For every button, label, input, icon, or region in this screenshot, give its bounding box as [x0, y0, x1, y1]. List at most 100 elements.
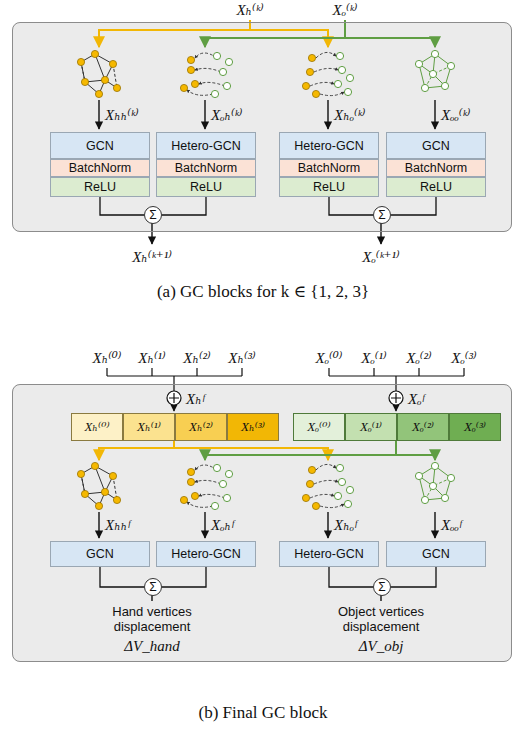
object-feature-cell: Xₒ⁽²⁾ [397, 413, 449, 441]
node-text: GCN [86, 139, 114, 153]
feature-label: Xₒ⁽³⁾ [451, 349, 476, 367]
node-text: Hetero-GCN [171, 139, 240, 153]
object-feature-cell: Xₒ⁽³⁾ [449, 413, 501, 441]
gcn-layer: GCN [50, 132, 150, 159]
sum-node: Σ [373, 578, 391, 596]
node-text: BatchNorm [298, 161, 361, 175]
feature-label: Xₕ⁽ᵏ⁺¹⁾ [132, 248, 172, 266]
node-text: Xₒ⁽²⁾ [412, 419, 434, 435]
sum-connector [162, 197, 206, 215]
sum-connector [329, 197, 373, 215]
feature-label: Xₒ⁽ᵏ⁾ [332, 1, 357, 19]
figure-panel: (a) GC blocks for k ∈ {1, 2, 3}GCNBatchN… [12, 22, 512, 232]
feature-label: ΔV_obj [359, 638, 404, 655]
hand-feature-cell: Xₕ⁽⁰⁾ [71, 413, 123, 441]
feature-label: Xₒₒᶠ [441, 517, 461, 534]
sum-connector [391, 567, 436, 587]
sum-connector [391, 197, 436, 215]
node-text: BatchNorm [175, 161, 238, 175]
node-text: Xₒ⁽⁰⁾ [307, 419, 330, 435]
sum-node: Σ [373, 206, 391, 224]
node-text: BatchNorm [69, 161, 132, 175]
node-text: Xₕ⁽¹⁾ [137, 419, 161, 435]
sum-node: Σ [144, 206, 162, 224]
feature-label: Xₒₒ⁽ᵏ⁾ [441, 106, 470, 124]
node-text: ReLU [84, 180, 116, 194]
hand-feature-cell: Xₕ⁽²⁾ [175, 413, 227, 441]
object-feature-wires [204, 20, 436, 460]
batchnorm-layer: BatchNorm [386, 159, 486, 177]
feature-label: Xₕₕ⁽ᵏ⁾ [105, 106, 139, 124]
feature-label: Xₒ⁽ᵏ⁺¹⁾ [362, 248, 399, 266]
gcn-layer: Hetero-GCN [156, 541, 256, 567]
gcn-layer: Hetero-GCN [156, 132, 256, 159]
node-text: Xₕ⁽²⁾ [189, 419, 213, 435]
relu-layer: ReLU [50, 177, 150, 197]
concat-brackets [107, 368, 464, 411]
feature-label: Xₕₒ⁽ᵏ⁾ [334, 106, 366, 124]
node-text: Xₒ⁽³⁾ [464, 419, 486, 435]
hand-feature-wires [98, 20, 329, 460]
sum-connector [100, 197, 144, 215]
node-text: Hetero-GCN [171, 547, 240, 561]
feature-label: Xₕₒᶠ [334, 516, 357, 534]
sum-connector [100, 567, 144, 587]
gcn-layer: GCN [386, 541, 486, 567]
sum-connector [162, 567, 206, 587]
feature-label: Xₕₕᶠ [105, 516, 130, 534]
batchnorm-layer: BatchNorm [279, 159, 379, 177]
gcn-layer: Hetero-GCN [279, 132, 379, 159]
feature-label: Xₒₕ⁽ᵏ⁾ [211, 106, 243, 124]
node-text: ReLU [420, 180, 452, 194]
gcn-layer: GCN [386, 132, 486, 159]
panel-caption: (b) Final GC block [1, 703, 524, 723]
node-text: BatchNorm [405, 161, 468, 175]
gcn-layer: GCN [50, 541, 150, 567]
feature-label: Xₒ⁽¹⁾ [361, 349, 386, 367]
figure-panel: (b) Final GC blockXₕ⁽⁰⁾Xₕ⁽¹⁾Xₕ⁽²⁾Xₕ⁽³⁾Xₒ… [12, 384, 512, 662]
feature-label: Xₕ⁽²⁾ [183, 349, 211, 367]
node-text: Xₒ⁽¹⁾ [360, 419, 382, 435]
batchnorm-layer: BatchNorm [50, 159, 150, 177]
node-text: GCN [422, 547, 450, 561]
feature-label: ΔV_hand [124, 638, 179, 655]
graph-icons [77, 50, 454, 509]
node-text: Σ [149, 208, 156, 222]
batchnorm-layer: BatchNorm [156, 159, 256, 177]
feature-label: Xₒᶠ [408, 391, 424, 408]
panel-caption: (a) GC blocks for k ∈ {1, 2, 3} [1, 281, 524, 302]
gcn-layer: Hetero-GCN [279, 541, 379, 567]
relu-layer: ReLU [156, 177, 256, 197]
node-text: Hetero-GCN [294, 139, 363, 153]
relu-layer: ReLU [279, 177, 379, 197]
node-text: Xₕ⁽⁰⁾ [84, 419, 109, 435]
node-text: ReLU [313, 180, 345, 194]
hand-feature-cell: Xₕ⁽¹⁾ [123, 413, 175, 441]
sum-connector [329, 567, 373, 587]
relu-layer: ReLU [386, 177, 486, 197]
output-label: Object vertices displacement [316, 604, 446, 634]
feature-label: Xₕ⁽³⁾ [228, 349, 256, 367]
hand-feature-cell: Xₕ⁽³⁾ [227, 413, 279, 441]
node-text: Σ [378, 580, 385, 594]
node-text: GCN [422, 139, 450, 153]
feature-label: Xₕᶠ [186, 390, 204, 408]
output-label: Hand vertices displacement [87, 604, 217, 634]
object-feature-cell: Xₒ⁽¹⁾ [345, 413, 397, 441]
panel-fill [12, 384, 512, 662]
node-text: Σ [149, 580, 156, 594]
node-text: GCN [86, 547, 114, 561]
node-text: Xₕ⁽³⁾ [241, 419, 265, 435]
object-feature-cell: Xₒ⁽⁰⁾ [293, 413, 345, 441]
feature-label: Xₕ⁽ᵏ⁾ [236, 1, 263, 19]
feature-label: Xₕ⁽⁰⁾ [92, 349, 121, 367]
node-text: Hetero-GCN [294, 547, 363, 561]
panel-fill [12, 22, 512, 232]
node-text: ReLU [190, 180, 222, 194]
feature-label: Xₒₕᶠ [211, 516, 234, 534]
sum-node: Σ [144, 578, 162, 596]
feature-label: Xₒ⁽⁰⁾ [316, 349, 343, 367]
feature-label: Xₒ⁽²⁾ [406, 349, 431, 367]
feature-label: Xₕ⁽¹⁾ [138, 349, 166, 367]
node-text: Σ [378, 208, 385, 222]
